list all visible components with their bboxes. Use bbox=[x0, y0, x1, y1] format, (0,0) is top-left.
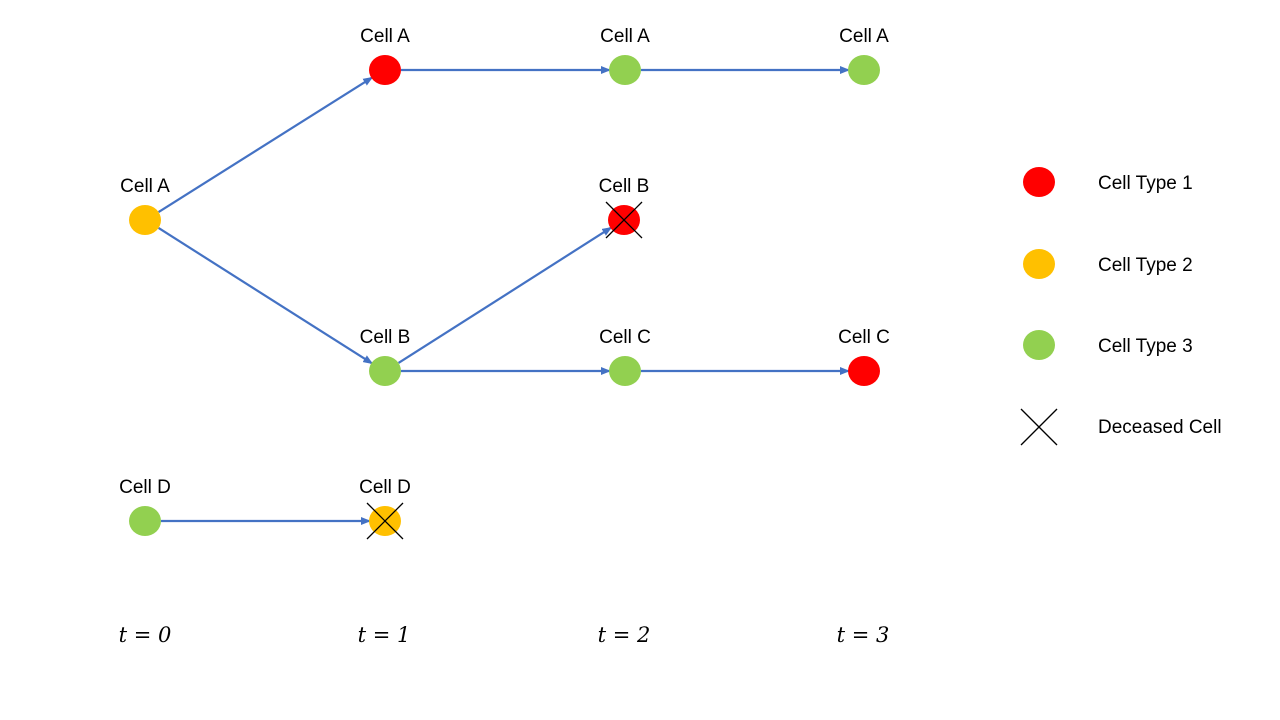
cell-node-d1: Cell D bbox=[359, 477, 411, 540]
cell-label-a1: Cell A bbox=[360, 26, 410, 47]
legend-item-type3: Cell Type 3 bbox=[1023, 330, 1193, 360]
cell-node-d0: Cell D bbox=[119, 477, 171, 536]
legend-label-type3: Cell Type 3 bbox=[1098, 336, 1193, 357]
arrow-b1-to-b2 bbox=[397, 226, 613, 364]
cell-label-a3: Cell A bbox=[839, 26, 889, 47]
cell-dot-d0 bbox=[129, 506, 161, 536]
cell-label-b2: Cell B bbox=[599, 176, 650, 197]
cell-label-a2: Cell A bbox=[600, 26, 650, 47]
cell-dot-c2 bbox=[609, 356, 641, 386]
legend-label-type1: Cell Type 1 bbox=[1098, 173, 1193, 194]
cell-node-b1: Cell B bbox=[360, 327, 411, 386]
cell-node-a0: Cell A bbox=[120, 176, 170, 235]
legend-label-deceased: Deceased Cell bbox=[1098, 417, 1222, 438]
cell-label-b1: Cell B bbox=[360, 327, 411, 348]
cell-node-c2: Cell C bbox=[599, 327, 651, 386]
edges-layer bbox=[157, 66, 850, 525]
cell-dot-a2 bbox=[609, 55, 641, 85]
deceased-cross-icon bbox=[605, 201, 643, 239]
time-axis: t = 0 t = 1 t = 2 t = 3 bbox=[119, 623, 890, 647]
legend-label-type2: Cell Type 2 bbox=[1098, 255, 1193, 276]
cell-node-c3: Cell C bbox=[838, 327, 890, 386]
cross-icon bbox=[1020, 408, 1058, 446]
cell-dot-b1 bbox=[369, 356, 401, 386]
cell-dot-a1 bbox=[369, 55, 401, 85]
cell-node-a1: Cell A bbox=[360, 26, 410, 85]
type3-swatch-icon bbox=[1023, 330, 1055, 360]
cell-dot-c3 bbox=[848, 356, 880, 386]
time-label-1: t = 1 bbox=[358, 623, 411, 647]
nodes-layer: Cell A Cell D Cell A Cell B Cell D Cell A Cell… bbox=[119, 26, 890, 540]
time-label-2: t = 2 bbox=[598, 623, 651, 647]
cell-label-c2: Cell C bbox=[599, 327, 651, 348]
time-label-3: t = 3 bbox=[837, 623, 890, 647]
cell-label-d1: Cell D bbox=[359, 477, 411, 498]
cell-node-a3: Cell A bbox=[839, 26, 889, 85]
cell-label-d0: Cell D bbox=[119, 477, 171, 498]
cell-node-b2: Cell B bbox=[599, 176, 650, 239]
cell-label-c3: Cell C bbox=[838, 327, 890, 348]
time-label-0: t = 0 bbox=[119, 623, 172, 647]
deceased-cross-icon bbox=[366, 502, 404, 540]
arrow-a0-to-a1 bbox=[157, 76, 374, 213]
cell-dot-a0 bbox=[129, 205, 161, 235]
type1-swatch-icon bbox=[1023, 167, 1055, 197]
type2-swatch-icon bbox=[1023, 249, 1055, 279]
legend: Cell Type 1 Cell Type 2 Cell Type 3 Dece… bbox=[1020, 167, 1222, 446]
legend-item-type2: Cell Type 2 bbox=[1023, 249, 1193, 279]
legend-item-type1: Cell Type 1 bbox=[1023, 167, 1193, 197]
legend-item-deceased: Deceased Cell bbox=[1020, 408, 1222, 446]
cell-dot-a3 bbox=[848, 55, 880, 85]
cell-node-a2: Cell A bbox=[600, 26, 650, 85]
arrow-a0-to-b1 bbox=[157, 227, 374, 365]
cell-label-a0: Cell A bbox=[120, 176, 170, 197]
